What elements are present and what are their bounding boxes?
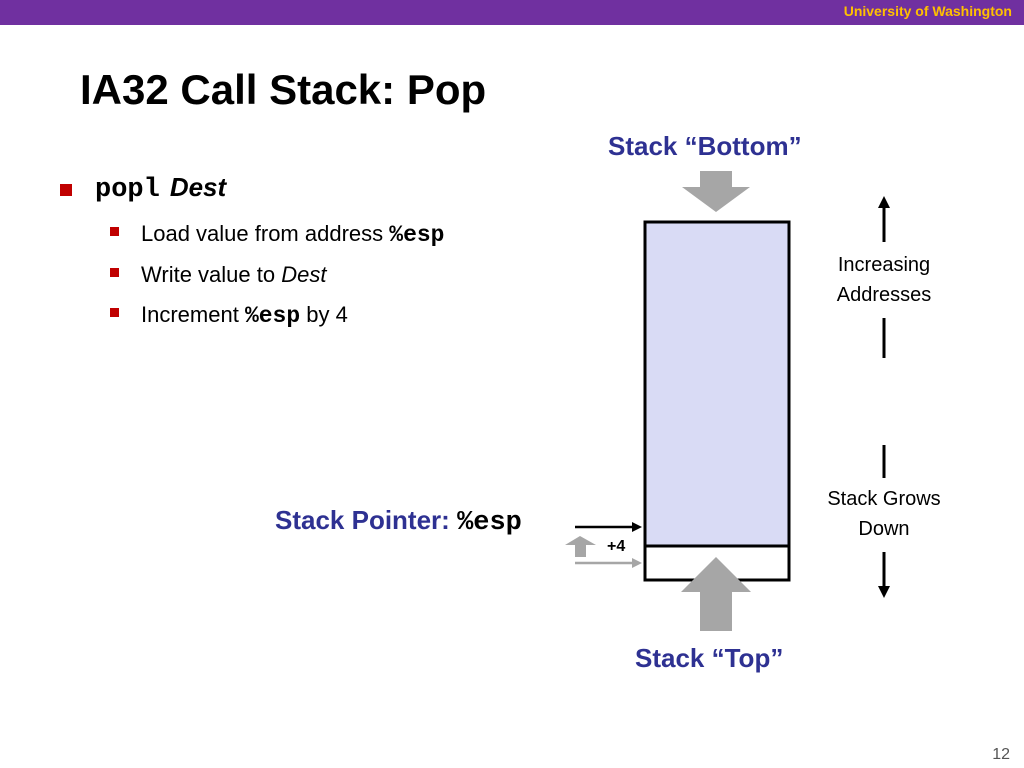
sub-bullet-square-icon [110, 268, 119, 277]
sub-bullet-3-code: %esp [244, 303, 301, 329]
page-number: 12 [992, 746, 1010, 763]
stack-pointer-register: %esp [457, 508, 522, 538]
stack-bottom-label: Stack “Bottom” [608, 131, 802, 161]
sub-bullet-2-text: Write value to [141, 262, 282, 287]
sub-bullet-2: Write value to Dest [141, 262, 326, 288]
sub-bullet-2-arg: Dest [281, 262, 327, 287]
increasing-addresses-line1: Increasing [837, 254, 931, 276]
stack-pointer-text: Stack Pointer: [275, 505, 458, 535]
stack-top-label: Stack “Top” [635, 643, 784, 673]
stack-top-arrow-icon [681, 557, 751, 631]
sub-bullet-1-text: Load value from address [141, 221, 390, 246]
stack-memory-block [643, 220, 791, 548]
increasing-addresses-line2: Addresses [836, 284, 932, 306]
sub-bullet-1-code: %esp [389, 222, 445, 248]
grows-down-line1: Stack Grows [827, 488, 941, 510]
sub-bullet-square-icon [110, 227, 119, 236]
grows-down-line2: Down [858, 518, 910, 540]
stack-pointer-label: Stack Pointer: %esp [275, 505, 522, 538]
grows-down-label: Stack Grows Down [804, 484, 964, 544]
increasing-addresses-label: Increasing Addresses [804, 250, 964, 310]
up-arrowhead-icon [878, 196, 890, 208]
down-arrowhead-icon [878, 586, 890, 598]
sub-bullet-3-tail: by 4 [300, 302, 348, 327]
sub-bullet-3-text: Increment [141, 302, 245, 327]
instruction-code: popl [95, 175, 160, 205]
sub-bullet-square-icon [110, 308, 119, 317]
instruction-arg: Dest [169, 172, 227, 202]
sub-bullet-3: Increment %esp by 4 [141, 302, 348, 329]
old-pointer-arrowhead-icon [632, 558, 642, 568]
new-pointer-arrowhead-icon [632, 522, 642, 532]
increment-label: +4 [607, 538, 626, 555]
slide-title: IA32 Call Stack: Pop [80, 66, 487, 113]
sub-bullet-1: Load value from address %esp [141, 221, 444, 248]
header-bar: University of Washington [0, 0, 1024, 25]
bullet-square-icon [60, 184, 72, 196]
increment-up-arrow-icon [565, 536, 596, 557]
main-bullet: popl Dest [95, 172, 226, 205]
stack-bottom-arrow-icon [682, 171, 750, 212]
institution-name: University of Washington [843, 3, 1012, 19]
